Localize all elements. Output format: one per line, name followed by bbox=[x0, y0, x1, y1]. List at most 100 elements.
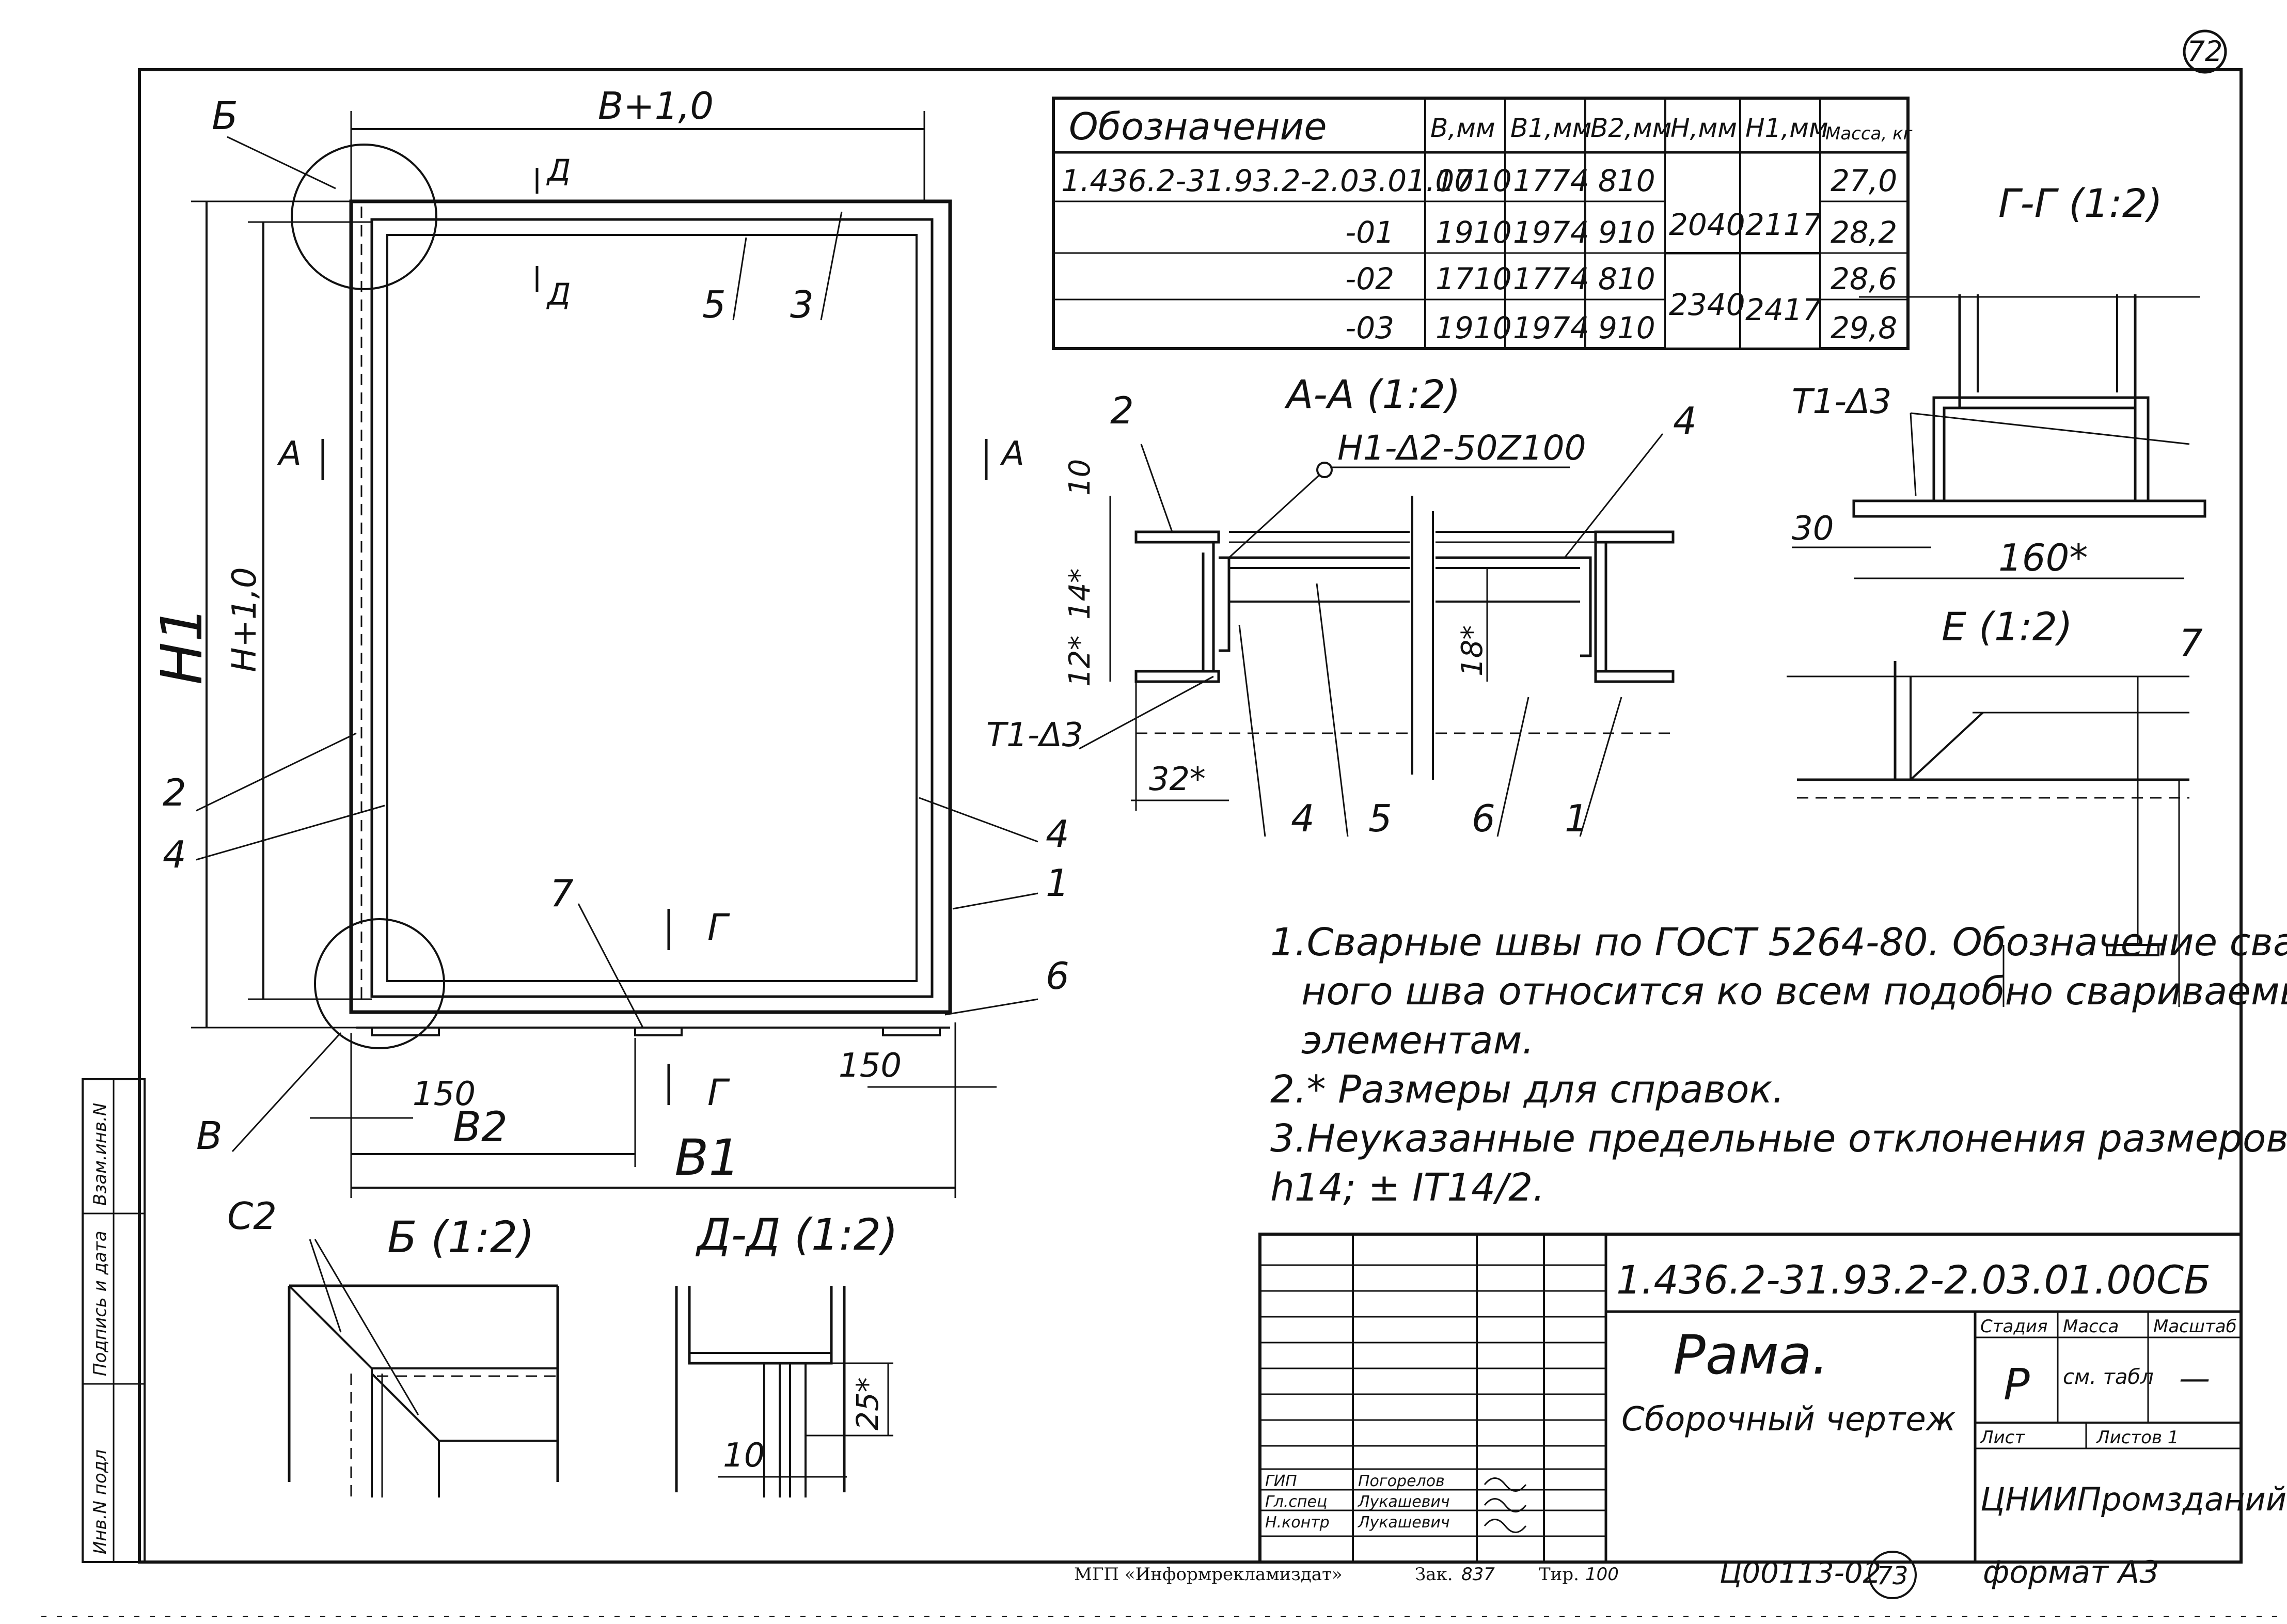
title-block: ГИП Погорелов Гл.спец Лукашевич Н.контр … bbox=[1258, 1233, 2286, 1564]
row0-b2: 810 bbox=[1598, 163, 1655, 198]
note-line-6: h14; ± IT14/2. bbox=[1270, 1165, 1545, 1210]
aa-dim-14: 14* bbox=[1063, 569, 1097, 620]
dim-150-right: 150 bbox=[839, 1047, 902, 1085]
bottom-page-number: 73 bbox=[1876, 1562, 1908, 1590]
row3-b: 1910 bbox=[1436, 310, 1512, 345]
view-e-pos-7: 7 bbox=[2179, 621, 2203, 665]
aa-weld-bottom: Т1-Δ3 bbox=[986, 716, 1083, 754]
section-aa: А-А (1:2) 10 14* 12* 18* bbox=[986, 371, 1697, 840]
dim-top: В+1,0 bbox=[598, 84, 714, 128]
sig-name-2: Лукашевич bbox=[1358, 1513, 1450, 1532]
signature-scribbles bbox=[1484, 1477, 1527, 1533]
row1-b2: 910 bbox=[1598, 215, 1655, 250]
dim-b2: В2 bbox=[453, 1103, 508, 1151]
main-view: В+1,0 Н1 Н+1,0 В2 В1 150 150 Б В Д Д А bbox=[149, 84, 1069, 1198]
publisher: МГП «Информрекламиздат» bbox=[1074, 1564, 1343, 1585]
aa-dim-18: 18* bbox=[1456, 625, 1489, 676]
view-e-title: Е (1:2) bbox=[1942, 604, 2073, 650]
th-b: В,мм bbox=[1430, 113, 1495, 143]
scale-value: — bbox=[2179, 1361, 2210, 1397]
gg-dim-160: 160* bbox=[1998, 536, 2088, 579]
row0-mass: 27,0 bbox=[1831, 163, 1897, 198]
view-e: Е (1:2) 7 bbox=[1787, 604, 2203, 1007]
sig-name-0: Погорелов bbox=[1358, 1472, 1445, 1490]
row2-b: 1710 bbox=[1436, 261, 1512, 296]
stage-label: Стадия bbox=[1980, 1316, 2047, 1337]
spec-table: Обозначение В,мм В1,мм В2,мм Н,мм Н1,мм … bbox=[1052, 97, 1913, 350]
doc-title: Рама. bbox=[1673, 1323, 1829, 1386]
doc-subtitle: Сборочный чертеж bbox=[1621, 1400, 1956, 1439]
section-dd-title: Д-Д (1:2) bbox=[695, 1209, 898, 1260]
aa-pos-2: 2 bbox=[1110, 389, 1134, 432]
aa-pos-4-top: 4 bbox=[1673, 399, 1697, 443]
row2-b2: 810 bbox=[1598, 261, 1655, 296]
th-b2: В2,мм bbox=[1590, 113, 1671, 143]
row2-mass: 28,6 bbox=[1831, 261, 1897, 296]
callout-b: Б bbox=[212, 94, 238, 138]
view-b-title: Б (1:2) bbox=[387, 1212, 534, 1263]
section-mark-d1: Д bbox=[546, 153, 571, 188]
format-label: формат А3 bbox=[1983, 1554, 2159, 1590]
th-b1: В1,мм bbox=[1510, 113, 1591, 143]
order-label: Зак. bbox=[1415, 1564, 1453, 1585]
sheets-label: Листов 1 bbox=[2095, 1427, 2179, 1448]
row2-b1: 1774 bbox=[1513, 261, 1589, 296]
gg-weld: Т1-Δ3 bbox=[1792, 382, 1891, 421]
page-number-circle bbox=[2183, 29, 2227, 74]
note-line-1: 1.Сварные швы по ГОСТ 5264-80. Обозначен… bbox=[1270, 920, 2287, 965]
order-value: 837 bbox=[1461, 1564, 1495, 1585]
sig-role-1: Гл.спец bbox=[1265, 1493, 1327, 1511]
row3-b1: 1974 bbox=[1513, 310, 1589, 345]
aa-pos-1: 1 bbox=[1565, 797, 1588, 840]
stamp-inv: Инв.N подл bbox=[90, 1449, 111, 1554]
pos-2-left: 2 bbox=[163, 771, 186, 814]
row0-designation: 1.436.2-31.93.2-2.03.01.00 bbox=[1061, 163, 1473, 198]
dd-dim-10: 10 bbox=[723, 1437, 765, 1475]
row1-mass: 28,2 bbox=[1831, 215, 1897, 250]
pos-1: 1 bbox=[1046, 861, 1069, 905]
stamp-signature: Подпись и дата bbox=[90, 1231, 111, 1376]
section-mark-a1: А bbox=[277, 435, 302, 473]
section-aa-title: А-А (1:2) bbox=[1284, 371, 1460, 417]
section-mark-g2: Г bbox=[707, 1071, 730, 1114]
section-dd: Д-Д (1:2) 25* 10 bbox=[675, 1209, 898, 1497]
th-h1: Н1,мм bbox=[1745, 113, 1828, 143]
view-b-c2: С2 bbox=[227, 1194, 277, 1238]
row1-b1: 1974 bbox=[1513, 215, 1589, 250]
run-value: 100 bbox=[1585, 1564, 1619, 1585]
dd-dim-25: 25* bbox=[850, 1377, 885, 1430]
section-mark-g1: Г bbox=[707, 906, 730, 949]
doc-code: 1.436.2-31.93.2-2.03.01.00СБ bbox=[1616, 1257, 2211, 1303]
dim-h: Н+1,0 bbox=[226, 567, 264, 672]
run-label: Тир. bbox=[1539, 1564, 1579, 1585]
row1-b: 1910 bbox=[1436, 215, 1512, 250]
group0-h: 2040 bbox=[1669, 207, 1745, 242]
pos-3: 3 bbox=[790, 283, 814, 326]
group1-h: 2340 bbox=[1669, 287, 1745, 322]
section-mark-a2: А bbox=[1000, 435, 1024, 473]
view-b: Б (1:2) С2 bbox=[227, 1194, 559, 1497]
aa-dim-32: 32* bbox=[1149, 760, 1206, 798]
row3-mass: 29,8 bbox=[1831, 310, 1897, 345]
pos-7: 7 bbox=[550, 872, 574, 915]
aa-pos-4-bottom: 4 bbox=[1291, 797, 1315, 840]
pos-4-right: 4 bbox=[1046, 812, 1069, 856]
th-designation: Обозначение bbox=[1069, 105, 1327, 148]
group1-h1: 2417 bbox=[1745, 292, 1822, 327]
section-gg: Г-Г (1:2) Т1-Δ3 30 160* bbox=[1792, 180, 2206, 579]
page-number: 72 bbox=[2187, 35, 2223, 68]
sig-role-2: Н.контр bbox=[1265, 1513, 1330, 1532]
gg-dim-30: 30 bbox=[1792, 510, 1834, 548]
aa-pos-6: 6 bbox=[1472, 797, 1495, 840]
row1-designation: -01 bbox=[1345, 215, 1394, 250]
aa-dim-12: 12* bbox=[1063, 636, 1097, 687]
bottom-page-circle bbox=[1868, 1551, 1917, 1599]
aa-pos-5: 5 bbox=[1368, 797, 1392, 840]
row0-b: 1710 bbox=[1436, 163, 1512, 198]
sheet-label: Лист bbox=[1979, 1427, 2025, 1448]
note-line-3: элементам. bbox=[1301, 1018, 1534, 1063]
group0-h1: 2117 bbox=[1745, 207, 1822, 242]
dim-150-left: 150 bbox=[413, 1075, 476, 1113]
th-mass: Масса, кг bbox=[1825, 123, 1913, 144]
section-gg-title: Г-Г (1:2) bbox=[1998, 180, 2163, 226]
